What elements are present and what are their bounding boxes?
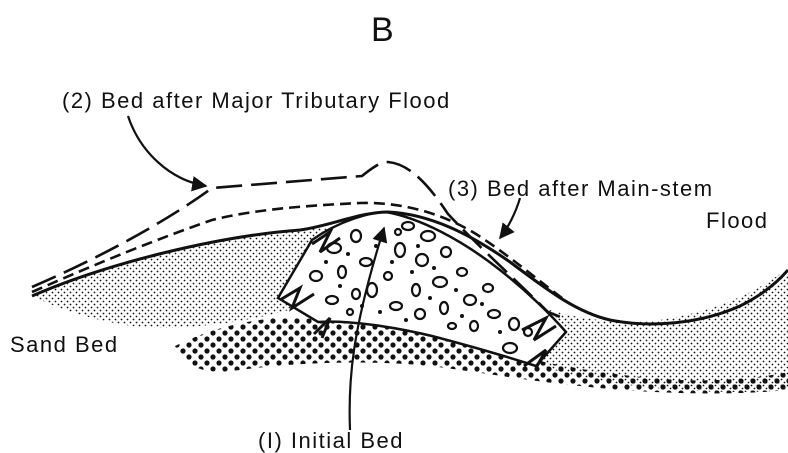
panel-letter: B [371,11,394,49]
main-stem-label-arrow [500,198,520,238]
initial-bed-label: (I) Initial Bed [258,428,404,453]
main-stem-flood-label-line1: (3) Bed after Main-stem [448,176,714,201]
sand-bed-label: Sand Bed [10,332,119,357]
tributary-label-arrow [128,116,206,186]
tributary-flood-label: (2) Bed after Major Tributary Flood [62,88,451,113]
main-stem-flood-label-line2: Flood [706,208,769,233]
